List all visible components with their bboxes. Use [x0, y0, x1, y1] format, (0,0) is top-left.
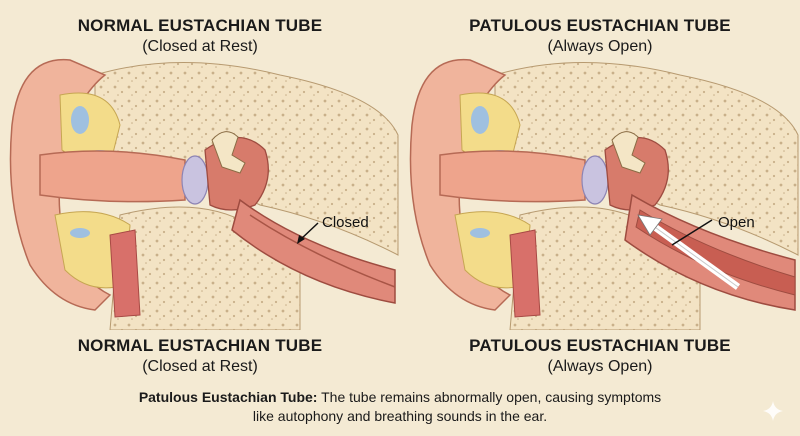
ossicles — [211, 131, 246, 174]
airflow-arrow-shaft — [649, 222, 741, 290]
panel-bottom-subtitle: (Closed at Rest) — [142, 358, 258, 375]
caption-text-line2: like autophony and breathing sounds in t… — [252, 408, 548, 424]
muscle — [509, 229, 541, 318]
panel-bottom-subtitle: (Always Open) — [547, 358, 653, 375]
airflow-arrowhead — [637, 214, 663, 236]
ossicles — [611, 131, 646, 174]
sparkle-icon — [763, 401, 783, 421]
callout-label: Open — [718, 214, 755, 231]
ear-canal — [39, 150, 186, 203]
ear-canal — [439, 150, 586, 203]
panel-title: PATULOUS EUSTACHIAN TUBE — [469, 16, 731, 35]
eardrum — [581, 155, 609, 205]
normal-ear-diagram: Closed — [9, 58, 399, 330]
callout-line — [299, 222, 319, 241]
patulous-ear-diagram: Open — [409, 58, 799, 330]
caption: Patulous Eustachian Tube: The tube remai… — [60, 388, 740, 426]
panel-subtitle: (Closed at Rest) — [142, 38, 258, 55]
middle-ear — [204, 137, 269, 211]
callout-label: Closed — [322, 214, 369, 231]
panel-subtitle: (Always Open) — [547, 38, 653, 55]
panel-bottom-title: NORMAL EUSTACHIAN TUBE — [77, 336, 323, 355]
callout-line — [671, 219, 713, 246]
caption-text-line1: The tube remains abnormally open, causin… — [317, 389, 662, 405]
normal-tube-panel: NORMAL EUSTACHIAN TUBE (Closed at Rest) — [0, 0, 400, 375]
caption-term: Patulous Eustachian Tube: — [138, 389, 318, 405]
eardrum — [181, 155, 209, 205]
open-lumen — [635, 209, 796, 296]
panel-title: NORMAL EUSTACHIAN TUBE — [77, 16, 323, 35]
callout-arrowhead — [297, 235, 305, 244]
patulous-tube-panel: PATULOUS EUSTACHIAN TUBE (Always Open) — [400, 0, 800, 375]
panel-bottom-title: PATULOUS EUSTACHIAN TUBE — [469, 336, 731, 355]
muscle — [109, 229, 141, 318]
